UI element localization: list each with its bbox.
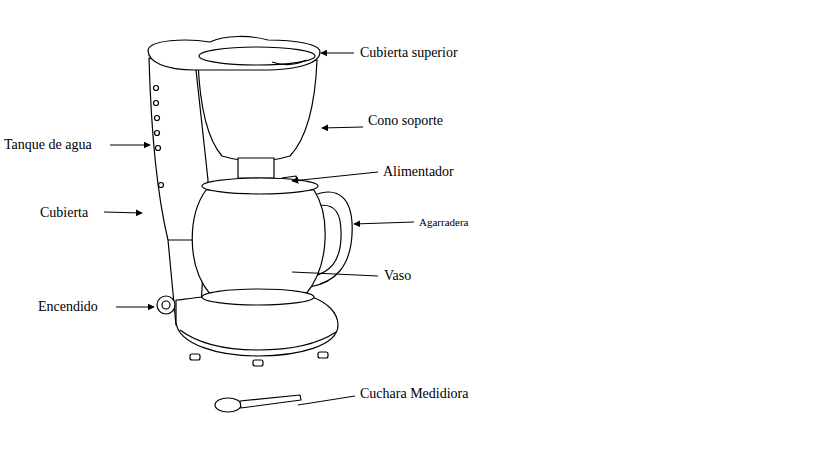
leader-arrow bbox=[322, 127, 363, 128]
filter-cone bbox=[198, 60, 317, 161]
carafe bbox=[192, 190, 325, 294]
warming-plate bbox=[202, 289, 314, 305]
foot bbox=[190, 354, 200, 360]
part-label: Encendido bbox=[38, 299, 98, 315]
power-switch-center bbox=[162, 301, 170, 309]
spoon-handle bbox=[240, 395, 301, 408]
part-label: Alimentador bbox=[383, 164, 454, 180]
part-label: Cubierta bbox=[40, 205, 88, 221]
measuring-spoon bbox=[215, 398, 241, 412]
part-label: Tanque de agua bbox=[4, 137, 92, 153]
leader-arrow bbox=[321, 53, 354, 54]
leader-lines bbox=[104, 53, 414, 405]
leader-arrow bbox=[354, 222, 414, 224]
leader-line bbox=[298, 396, 355, 405]
foot bbox=[253, 360, 263, 366]
power-switch bbox=[157, 296, 175, 314]
part-label: Vaso bbox=[384, 268, 411, 284]
lid-rim bbox=[199, 47, 315, 65]
part-label: Agarradera bbox=[419, 214, 468, 230]
foot bbox=[318, 352, 328, 358]
feeder-tab bbox=[282, 176, 298, 183]
leader-line bbox=[292, 272, 378, 276]
base bbox=[176, 297, 338, 356]
part-label: Cono soporte bbox=[368, 113, 443, 129]
part-label: Cuchara Medidiora bbox=[360, 386, 468, 402]
water-tank bbox=[149, 58, 208, 325]
leader-arrow bbox=[116, 307, 154, 308]
leader-arrow bbox=[104, 212, 142, 213]
base-edge bbox=[180, 330, 336, 350]
lid-spout bbox=[272, 60, 306, 65]
top-lid bbox=[148, 36, 320, 70]
feeder-stem bbox=[238, 158, 274, 178]
part-label: Cubierta superior bbox=[360, 45, 458, 61]
level-marks bbox=[154, 86, 164, 188]
coffee-maker bbox=[148, 36, 352, 412]
leader-arrow bbox=[292, 172, 378, 181]
leader-arrow bbox=[110, 145, 150, 146]
